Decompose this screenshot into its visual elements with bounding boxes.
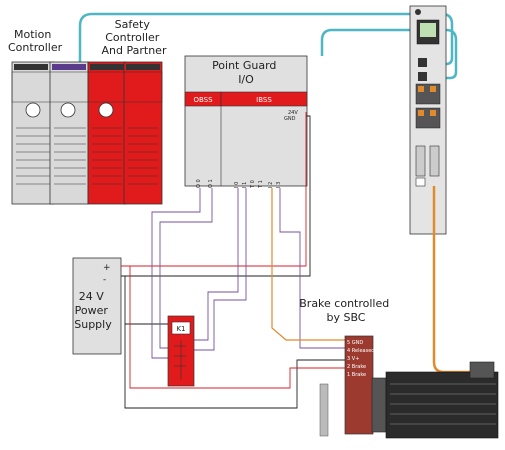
- safety-relay-k1: K1: [167, 315, 195, 387]
- ibss-label: IBSS: [256, 96, 272, 104]
- wires-purple: [151, 188, 345, 359]
- ibss-terminal-i0: I 0: [234, 182, 240, 188]
- servo-drive: [409, 5, 447, 235]
- point-guard-label: Point Guard I/O: [212, 59, 280, 86]
- sbc-terminal-5: 5 GND: [347, 340, 363, 346]
- sbc-terminal-3: 3 V+: [347, 356, 359, 362]
- ibss-terminal-i1: I 1: [242, 182, 248, 188]
- obss-label: OBSS: [193, 96, 213, 104]
- brake-caption: Brake controlled by SBC: [299, 297, 393, 324]
- sbc-terminal-4: 4 Released: [347, 348, 374, 354]
- ibss-terminal-t1: T 1: [258, 180, 264, 189]
- wire-orange: [271, 188, 345, 341]
- sbc-terminal-2: 2 Brake: [347, 364, 366, 370]
- ibss-terminal-i3: I 3: [276, 182, 282, 188]
- point-guard-io-module: Point Guard I/O OBSS IBSS 24V GND O 0 O …: [184, 55, 308, 189]
- io-24v-label: 24V: [288, 110, 298, 116]
- ibss-terminal-t0: T 0: [250, 180, 256, 189]
- controller-chassis: [11, 61, 163, 205]
- io-gnd-label: GND: [284, 116, 296, 122]
- plus-terminal-label: +: [103, 263, 111, 273]
- safety-controller-label: Safety Controller And Partner: [102, 18, 167, 57]
- sbc-terminal-1: 1 Brake: [347, 372, 366, 378]
- wires-black: [121, 115, 345, 409]
- sbc-module: 5 GND 4 Released 3 V+ 2 Brake 1 Brake: [344, 335, 374, 435]
- obss-terminal-o1: O 1: [208, 179, 214, 188]
- ethernet-cables: [78, 12, 458, 80]
- servo-motor: [319, 361, 499, 439]
- motion-controller-label: Motion Controller: [8, 28, 63, 54]
- power-supply-label: 24 V Power Supply: [74, 290, 112, 331]
- relay-k1-label: K1: [176, 325, 185, 333]
- minus-terminal-label: -: [103, 275, 106, 285]
- wires-red: [121, 112, 345, 389]
- ibss-terminal-i2: I 2: [268, 182, 274, 188]
- obss-terminal-o0: O 0: [196, 179, 202, 188]
- power-supply: 24 V Power Supply + -: [72, 257, 122, 355]
